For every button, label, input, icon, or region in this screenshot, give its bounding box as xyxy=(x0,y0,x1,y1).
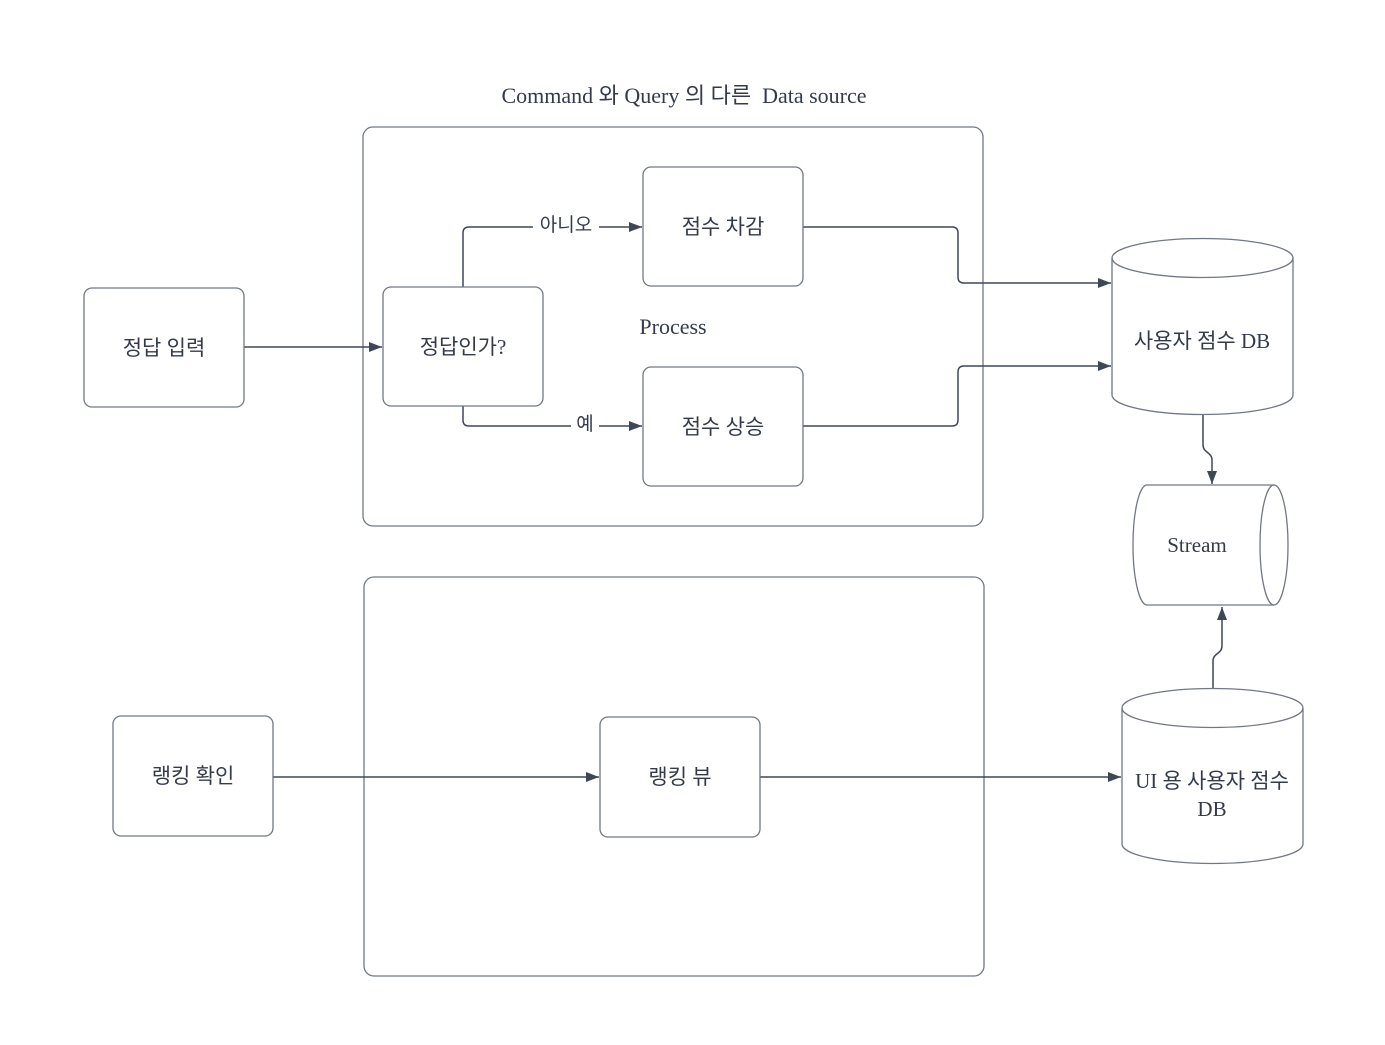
node-answer-input-label: 정답 입력 xyxy=(123,336,206,360)
node-user-score-db-label: 사용자 점수 DB xyxy=(1134,329,1270,353)
ui-user-score-db-cylinder-body xyxy=(1121,687,1304,865)
edge-label-no: 아니오 xyxy=(540,214,592,236)
user-score-db-cylinder-lid xyxy=(1111,257,1294,279)
edge-score-increase-to-user-score-db xyxy=(803,361,1111,427)
node-ranking-check xyxy=(112,715,274,837)
node-ranking-view-label: 랭킹 뷰 xyxy=(648,765,711,789)
node-ui-user-score-db-label-line1: UI 용 사용자 점수 xyxy=(1135,769,1289,793)
node-score-increase-label: 점수 상승 xyxy=(682,415,765,439)
node-ranking-view xyxy=(599,716,761,838)
ui-user-score-db-cylinder-lid xyxy=(1121,707,1304,729)
node-score-decrease xyxy=(642,166,804,287)
edge-user-score-db-to-stream xyxy=(1202,414,1217,484)
node-answer-input xyxy=(83,287,245,408)
edge-ui-db-to-stream xyxy=(1212,607,1227,689)
edge-is-correct-no-to-score-decrease xyxy=(462,222,642,287)
edge-label-no-bg xyxy=(533,213,599,236)
edge-label-yes-bg xyxy=(571,412,599,435)
edge-is-correct-yes-to-score-increase xyxy=(462,406,642,431)
node-stream-label: Stream xyxy=(1167,533,1226,557)
node-user-score-db: 사용자 점수 DB xyxy=(1111,237,1294,416)
node-score-increase xyxy=(642,366,804,487)
node-is-correct-label: 정답인가? xyxy=(420,335,507,359)
node-is-correct xyxy=(382,286,544,407)
stream-cylinder-cap xyxy=(1259,484,1275,606)
node-ui-user-score-db: UI 용 사용자 점수 DB xyxy=(1121,687,1304,865)
process-group-label: Process xyxy=(639,314,706,339)
node-ui-user-score-db-label-line2: DB xyxy=(1197,797,1226,821)
node-score-decrease-label: 점수 차감 xyxy=(682,215,765,239)
edge-label-yes: 예 xyxy=(576,413,593,435)
user-score-db-cylinder-body xyxy=(1111,237,1294,416)
diagram-title: Command 와 Query 의 다른 Data source xyxy=(501,83,866,108)
edge-score-decrease-to-user-score-db xyxy=(803,226,1111,288)
node-ranking-check-label: 랭킹 확인 xyxy=(152,764,235,788)
node-stream: Stream xyxy=(1132,484,1289,606)
